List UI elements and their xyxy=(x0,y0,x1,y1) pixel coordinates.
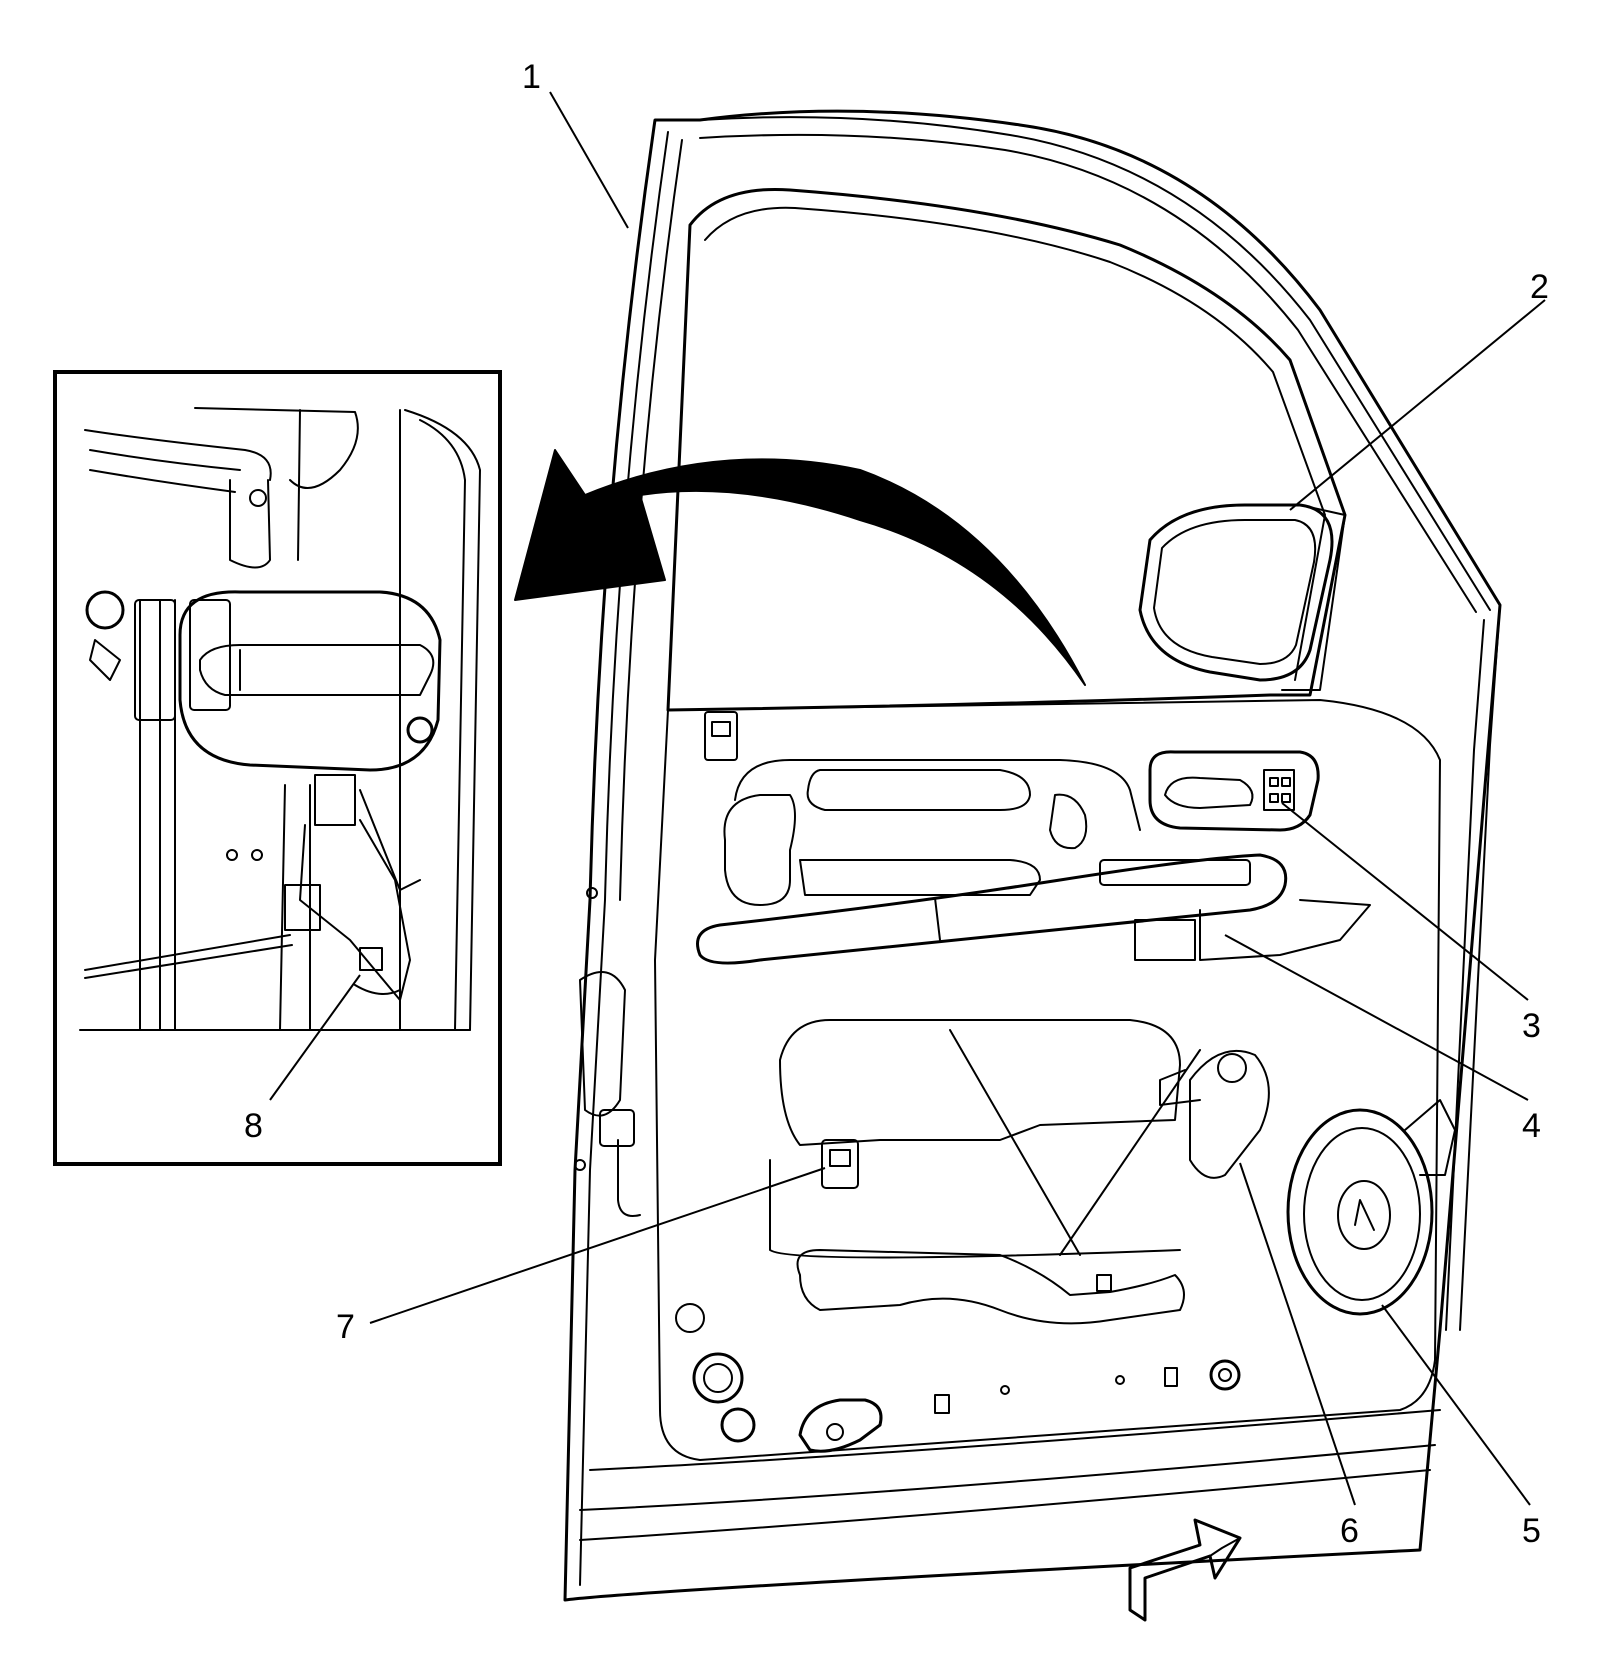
panel-clip xyxy=(704,711,738,761)
inset-detail xyxy=(79,407,481,1031)
callout-4: 4 xyxy=(1522,1107,1541,1145)
inside-handle-switch xyxy=(1148,750,1320,832)
connector xyxy=(821,1139,859,1189)
callout-6: 6 xyxy=(1340,1512,1359,1550)
window-regulator xyxy=(769,1019,1270,1259)
inner-panel xyxy=(654,699,1441,1461)
leader-5 xyxy=(1381,1304,1531,1506)
window-opening xyxy=(666,187,1347,712)
removal-arrow xyxy=(514,449,1086,686)
leader-7 xyxy=(369,1167,826,1324)
leader-6 xyxy=(1239,1162,1356,1506)
door-shell xyxy=(563,109,1502,1602)
leader-4 xyxy=(1224,934,1529,1101)
armrest xyxy=(696,853,1371,965)
lower-panel xyxy=(675,1249,1241,1453)
leader-3 xyxy=(1281,802,1529,1001)
leader-2 xyxy=(1289,299,1546,511)
callout-5: 5 xyxy=(1522,1512,1541,1550)
speaker xyxy=(1286,1099,1456,1316)
hinge-area xyxy=(574,887,641,1217)
leader-8 xyxy=(269,974,361,1101)
callout-8: 8 xyxy=(244,1107,263,1145)
callout-2: 2 xyxy=(1530,268,1549,306)
leader-1 xyxy=(549,91,629,229)
mirror xyxy=(1138,503,1346,691)
callout-7: 7 xyxy=(336,1308,355,1346)
leader-lines xyxy=(269,91,1546,1506)
view-direction-arrow xyxy=(1128,1518,1242,1622)
inset-frame xyxy=(53,370,502,1166)
callout-1: 1 xyxy=(522,58,541,96)
callout-3: 3 xyxy=(1522,1007,1541,1045)
